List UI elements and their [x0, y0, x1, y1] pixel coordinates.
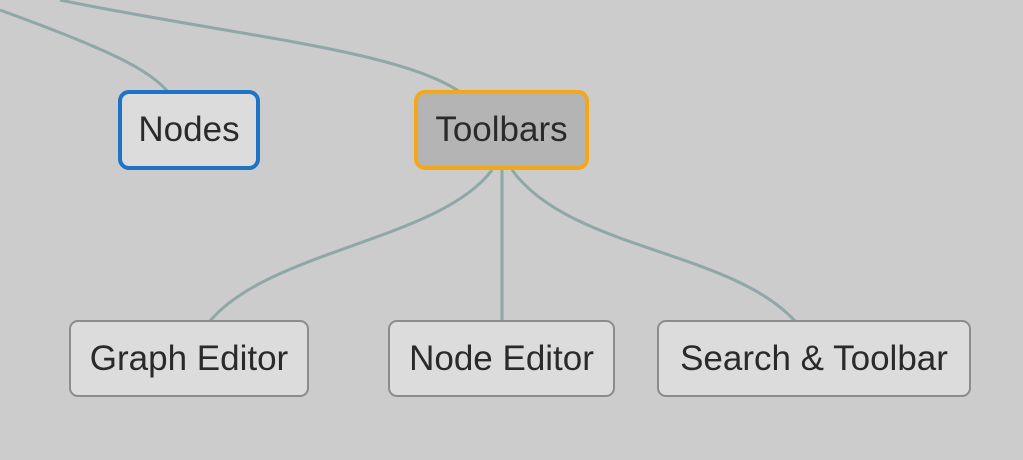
- node-nodes-label: Nodes: [138, 110, 240, 149]
- node-node-editor[interactable]: Node Editor: [388, 320, 615, 397]
- edge-to-nodes: [0, 8, 170, 93]
- node-search-toolbar-label: Search & Toolbar: [680, 338, 948, 378]
- node-node-editor-label: Node Editor: [409, 338, 594, 378]
- edge-to-toolbars: [59, 0, 461, 94]
- node-toolbars[interactable]: Toolbars: [414, 90, 589, 170]
- node-toolbars-label: Toolbars: [435, 110, 568, 149]
- node-graph-editor[interactable]: Graph Editor: [69, 320, 309, 397]
- node-search-toolbar[interactable]: Search & Toolbar: [657, 320, 971, 397]
- edge-toolbars-graph-editor: [208, 169, 494, 322]
- node-graph-editor-label: Graph Editor: [89, 338, 289, 378]
- node-nodes[interactable]: Nodes: [118, 90, 260, 170]
- edge-toolbars-search-toolbar: [510, 169, 797, 323]
